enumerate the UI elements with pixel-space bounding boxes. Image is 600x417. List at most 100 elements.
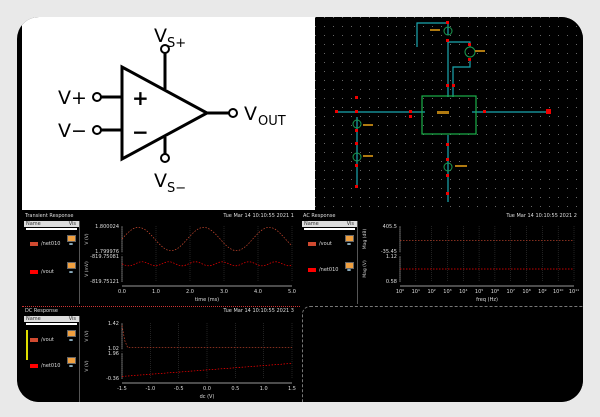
legend-vis-header: Vis bbox=[68, 221, 76, 227]
x-tick-label: 10⁴ bbox=[459, 289, 467, 295]
y-tick-label: -819.75081 bbox=[90, 254, 119, 260]
x-tick-label: -1.5 bbox=[117, 386, 127, 392]
y-tick-label: -35.45 bbox=[381, 249, 397, 255]
empty-plot-panel[interactable] bbox=[302, 306, 583, 402]
signal-name: /net010 bbox=[41, 363, 61, 369]
legend-name-header: Name bbox=[26, 221, 41, 227]
x-tick-label: 4.0 bbox=[254, 289, 262, 295]
y-axis-label: V (V) bbox=[84, 360, 90, 371]
vs-plus-label: V bbox=[154, 25, 167, 47]
v-plus-label: V+ bbox=[58, 87, 87, 109]
y-tick-label: 1.02 bbox=[108, 346, 119, 352]
signal-trace bbox=[121, 325, 292, 349]
ac-response-panel[interactable]: AC Response Tue Mar 14 10:10:55 2021 2 N… bbox=[300, 212, 583, 304]
x-tick-label: -1.0 bbox=[145, 386, 155, 392]
y-axis-label: V (V) bbox=[84, 233, 90, 244]
x-tick-label: 10⁷ bbox=[507, 289, 515, 295]
panel-title: DC Response bbox=[25, 308, 58, 314]
transient-response-panel[interactable]: Transient Response Tue Mar 14 10:10:55 2… bbox=[22, 212, 300, 304]
x-tick-label: 2.0 bbox=[186, 289, 194, 295]
vs-minus-label: V bbox=[154, 170, 167, 192]
x-tick-label: 10⁶ bbox=[491, 289, 499, 295]
y-tick-label: 1.12 bbox=[386, 254, 397, 260]
x-tick-label: 10⁰ bbox=[396, 289, 404, 295]
signal-name: /net010 bbox=[319, 267, 339, 273]
filter-icon[interactable] bbox=[67, 262, 76, 269]
legend-name-header: Name bbox=[26, 316, 41, 322]
y-tick-label: 1.42 bbox=[108, 321, 119, 327]
signal-legend: Name Vis /vout /net010 bbox=[24, 316, 80, 402]
visibility-eye-icon[interactable] bbox=[69, 271, 73, 273]
x-tick-label: 10⁹ bbox=[538, 289, 546, 295]
visibility-eye-icon[interactable] bbox=[69, 365, 73, 367]
legend-scrollbar[interactable] bbox=[26, 228, 77, 230]
signal-color-swatch bbox=[30, 270, 38, 274]
visibility-eye-icon[interactable] bbox=[69, 243, 73, 245]
signal-item[interactable]: /vout bbox=[30, 269, 54, 275]
vout-subscript: OUT bbox=[258, 114, 286, 129]
selection-marker bbox=[26, 330, 28, 360]
dc-response-panel[interactable]: DC Response Tue Mar 14 10:10:55 2021 3 N… bbox=[22, 306, 300, 402]
x-tick-label: 10⁸ bbox=[522, 289, 530, 295]
signal-item[interactable]: /vout bbox=[308, 241, 332, 247]
filter-icon[interactable] bbox=[67, 330, 76, 337]
signal-color-swatch bbox=[30, 242, 38, 246]
x-tick-label: 1.0 bbox=[152, 289, 160, 295]
legend-vis-header: Vis bbox=[68, 316, 76, 322]
filter-icon[interactable] bbox=[67, 357, 76, 364]
opamp-symbol-panel: + − V+ V− V S+ V S− V OUT bbox=[22, 17, 315, 210]
signal-item[interactable]: /net010 bbox=[30, 363, 60, 369]
filter-icon[interactable] bbox=[345, 262, 354, 269]
x-axis-label: freq (Hz) bbox=[476, 297, 498, 303]
signal-name: /net010 bbox=[41, 241, 61, 247]
x-tick-label: 0.0 bbox=[203, 386, 211, 392]
y-tick-label: -819.75121 bbox=[90, 279, 119, 285]
y-tick-label: 1.96 bbox=[108, 351, 119, 357]
legend-name-header: Name bbox=[304, 221, 319, 227]
panel-date: Tue Mar 14 10:10:55 2021 1 bbox=[223, 213, 294, 219]
signal-name: /vout bbox=[319, 241, 332, 247]
x-tick-label: 10¹⁰ bbox=[553, 289, 563, 295]
opamp-symbol: + − V+ V− V S+ V S− V OUT bbox=[58, 25, 286, 196]
v-minus-label: V− bbox=[58, 120, 87, 142]
signal-color-swatch bbox=[308, 268, 316, 272]
legend-scrollbar[interactable] bbox=[26, 323, 77, 325]
visibility-eye-icon[interactable] bbox=[69, 339, 73, 341]
signal-trace bbox=[121, 261, 293, 267]
x-axis-label: time (ms) bbox=[195, 297, 219, 303]
signal-name: /vout bbox=[41, 269, 54, 275]
opamp-subcircuit-block[interactable] bbox=[421, 95, 477, 135]
filter-icon[interactable] bbox=[67, 235, 76, 242]
x-tick-label: 10⁵ bbox=[475, 289, 483, 295]
schematic-canvas[interactable] bbox=[315, 17, 583, 210]
signal-item[interactable]: /net010 bbox=[308, 267, 338, 273]
x-tick-label: 3.0 bbox=[220, 289, 228, 295]
visibility-eye-icon[interactable] bbox=[347, 269, 351, 271]
signal-color-swatch bbox=[308, 242, 316, 246]
filter-icon[interactable] bbox=[345, 235, 354, 242]
x-tick-label: -0.5 bbox=[174, 386, 184, 392]
visibility-eye-icon[interactable] bbox=[347, 243, 351, 245]
y-axis-label: V (mV) bbox=[84, 261, 90, 277]
vs-plus-subscript: S+ bbox=[167, 36, 186, 51]
y-tick-label: 1.799976 bbox=[95, 249, 119, 255]
x-tick-label: 1.0 bbox=[260, 386, 268, 392]
signal-item[interactable]: /net010 bbox=[30, 241, 60, 247]
x-tick-label: 10² bbox=[427, 289, 435, 295]
x-axis-label: dc (V) bbox=[200, 394, 215, 400]
legend-scrollbar[interactable] bbox=[304, 228, 355, 230]
signal-color-swatch bbox=[30, 364, 38, 368]
signal-trace bbox=[121, 363, 293, 377]
vout-label: V bbox=[244, 103, 257, 125]
y-axis-label: Mag (V) bbox=[362, 260, 368, 278]
signal-item[interactable]: /vout bbox=[30, 337, 54, 343]
panel-title: AC Response bbox=[303, 213, 336, 219]
y-axis-label: Mag (dB) bbox=[362, 229, 368, 250]
signal-legend: Name Vis /net010 /vout bbox=[24, 221, 80, 304]
signal-trace bbox=[121, 226, 293, 252]
minus-sign: − bbox=[132, 120, 149, 144]
x-tick-label: 0.0 bbox=[118, 289, 126, 295]
